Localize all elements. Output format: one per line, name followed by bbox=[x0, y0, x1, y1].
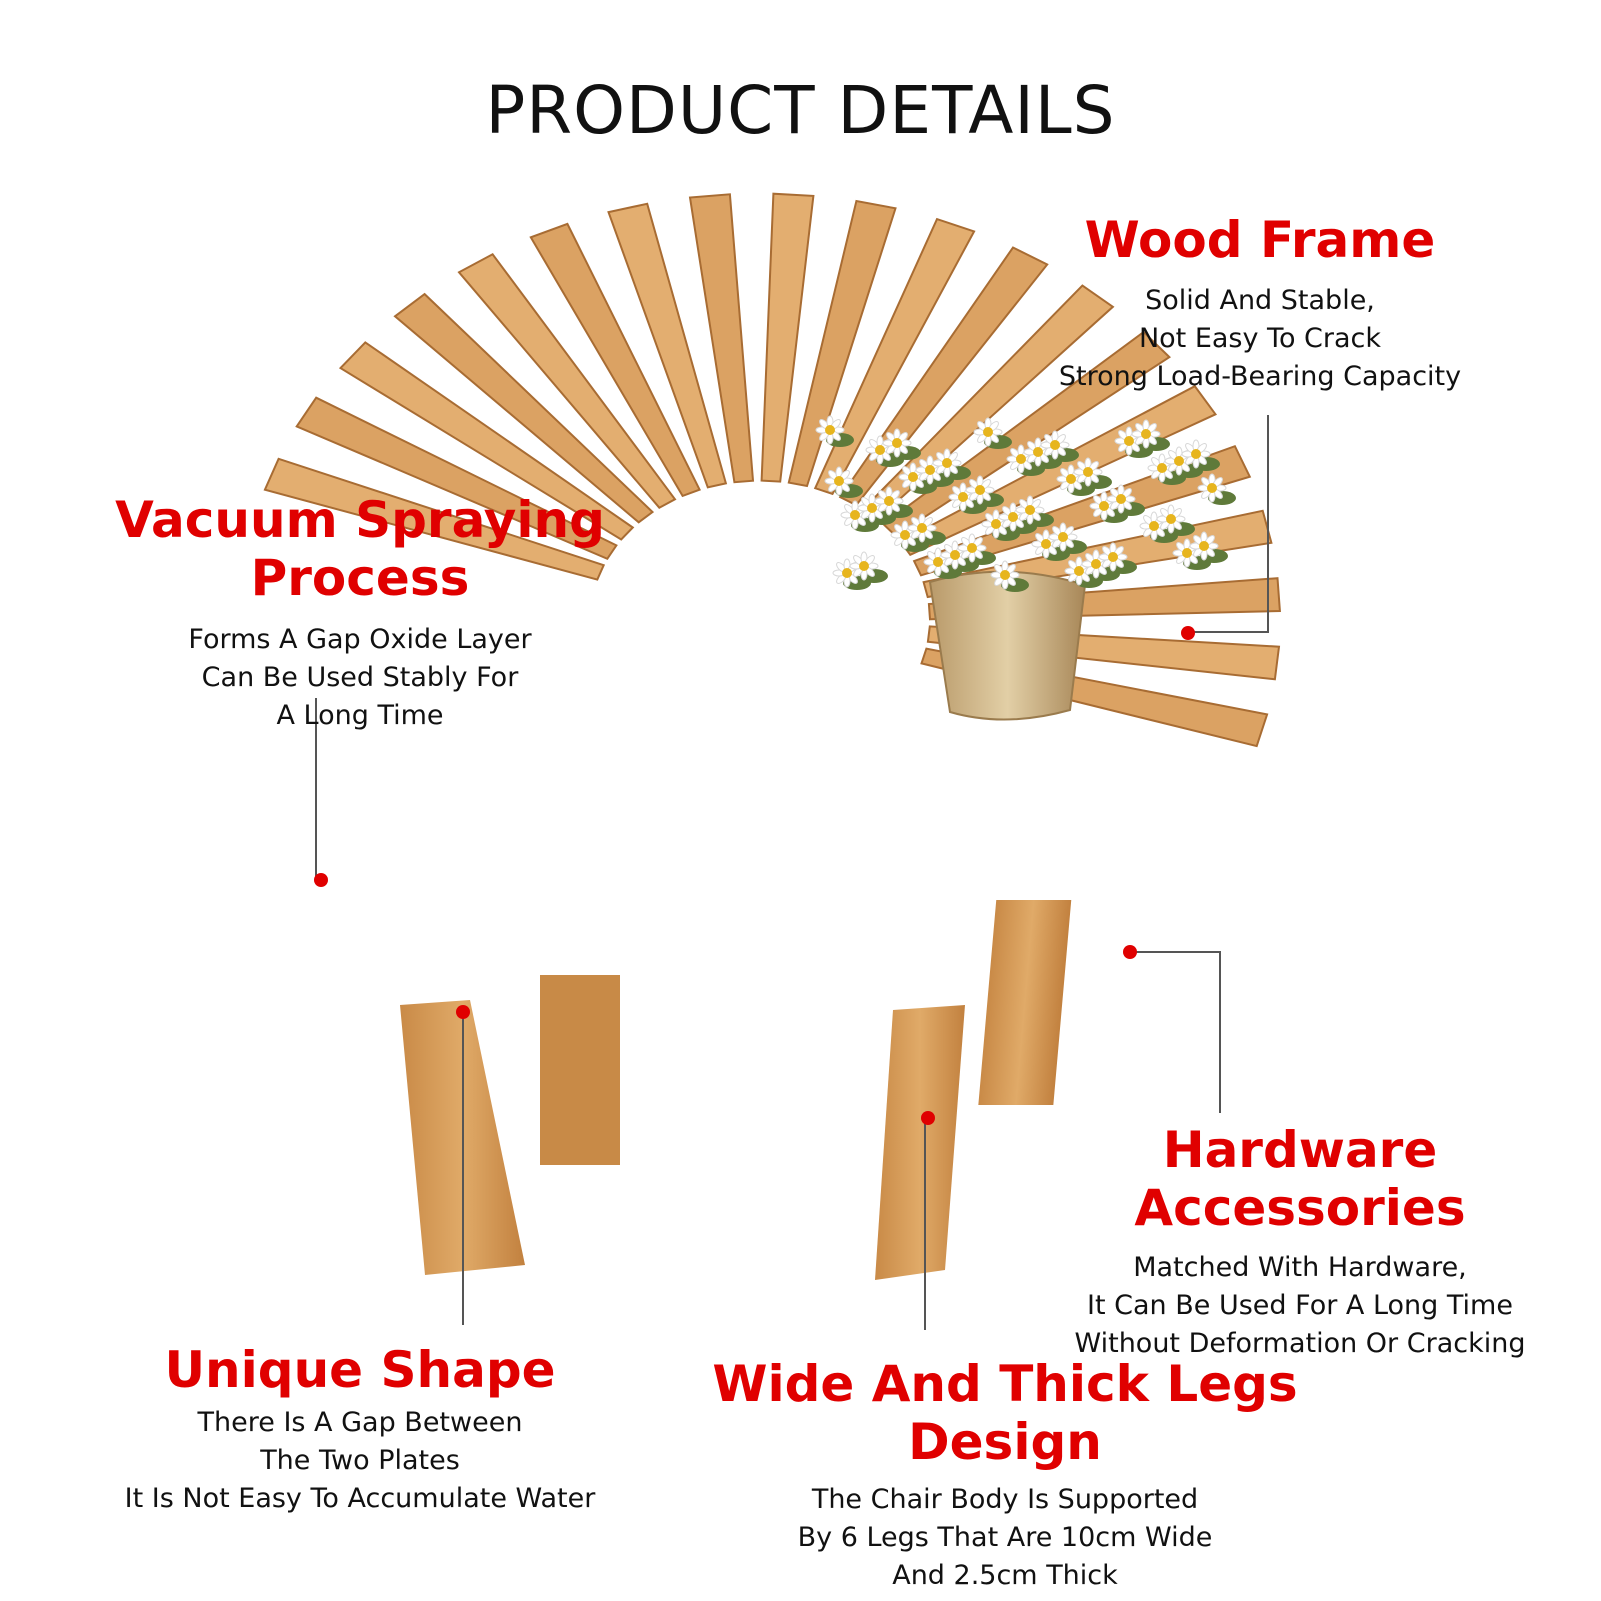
hardware-line-3: Without Deformation Or Cracking bbox=[1074, 1328, 1526, 1359]
callout-vacuum-spraying: Vacuum Spraying Process Forms A Gap Oxid… bbox=[10, 491, 710, 735]
wood-frame-line-2: Not Easy To Crack bbox=[1138, 322, 1382, 354]
bench-slat bbox=[393, 292, 655, 524]
unique-line-1: There Is A Gap Between bbox=[197, 1406, 523, 1438]
callout-hardware-accessories: Hardware Accessories Matched With Hardwa… bbox=[1005, 1121, 1595, 1363]
hardware-dot bbox=[1123, 945, 1137, 959]
bench-slat bbox=[295, 396, 618, 561]
bench-legs-back bbox=[540, 900, 1072, 1165]
flower-pot bbox=[815, 415, 1236, 721]
hardware-line-2: It Can Be Used For A Long Time bbox=[1087, 1290, 1513, 1321]
wood-frame-dot bbox=[1181, 626, 1195, 640]
heading-hardware-accessories: Hardware Accessories bbox=[1134, 1121, 1466, 1237]
vacuum-line-2: Can Be Used Stably For bbox=[201, 662, 519, 693]
heading-wood-frame: Wood Frame bbox=[1084, 211, 1436, 269]
legs-line-1: The Chair Body Is Supported bbox=[811, 1484, 1199, 1515]
bench-slat bbox=[457, 253, 677, 509]
legs-line-3: And 2.5cm Thick bbox=[892, 1560, 1118, 1591]
bench-slat bbox=[338, 341, 635, 541]
bench-legs-front bbox=[400, 1000, 965, 1280]
legs-dot bbox=[921, 1111, 935, 1125]
heading-vacuum-spraying: Vacuum Spraying Process bbox=[115, 491, 605, 607]
heading-wide-thick-legs: Wide And Thick Legs Design bbox=[712, 1355, 1298, 1471]
unique-line-2: The Two Plates bbox=[260, 1444, 460, 1476]
wood-frame-line-3: Strong Load-Bearing Capacity bbox=[1058, 360, 1462, 392]
bench-slat bbox=[688, 193, 755, 484]
bench-slat bbox=[263, 457, 606, 581]
vacuum-line-3: A Long Time bbox=[276, 700, 444, 731]
red-dot-markers bbox=[314, 626, 1195, 1125]
page-title: PRODUCT DETAILS bbox=[485, 72, 1116, 149]
callout-wood-frame: Wood Frame Solid And Stable, Not Easy To… bbox=[1020, 211, 1500, 396]
legs-line-2: By 6 Legs That Are 10cm Wide bbox=[797, 1522, 1213, 1553]
wood-frame-line-1: Solid And Stable, bbox=[1145, 284, 1375, 316]
bench-slat bbox=[607, 202, 728, 489]
daisy-flowers bbox=[815, 415, 1236, 592]
vacuum-line-1: Forms A Gap Oxide Layer bbox=[188, 624, 532, 655]
bench-slat bbox=[529, 222, 701, 498]
vacuum-dot bbox=[314, 873, 328, 887]
unique-shape-dot bbox=[456, 1005, 470, 1019]
hardware-line-1: Matched With Hardware, bbox=[1133, 1252, 1467, 1283]
heading-unique-shape: Unique Shape bbox=[164, 1341, 556, 1399]
callout-unique-shape: Unique Shape There Is A Gap Between The … bbox=[70, 1341, 650, 1518]
leader-lines bbox=[315, 415, 1269, 1330]
bench-slat bbox=[881, 330, 1171, 538]
bench-slat bbox=[813, 217, 976, 496]
unique-line-3: It Is Not Easy To Accumulate Water bbox=[124, 1482, 596, 1514]
bench-slat bbox=[760, 192, 815, 483]
bench-slat bbox=[787, 199, 897, 488]
callout-wide-thick-legs: Wide And Thick Legs Design The Chair Bod… bbox=[620, 1355, 1390, 1595]
